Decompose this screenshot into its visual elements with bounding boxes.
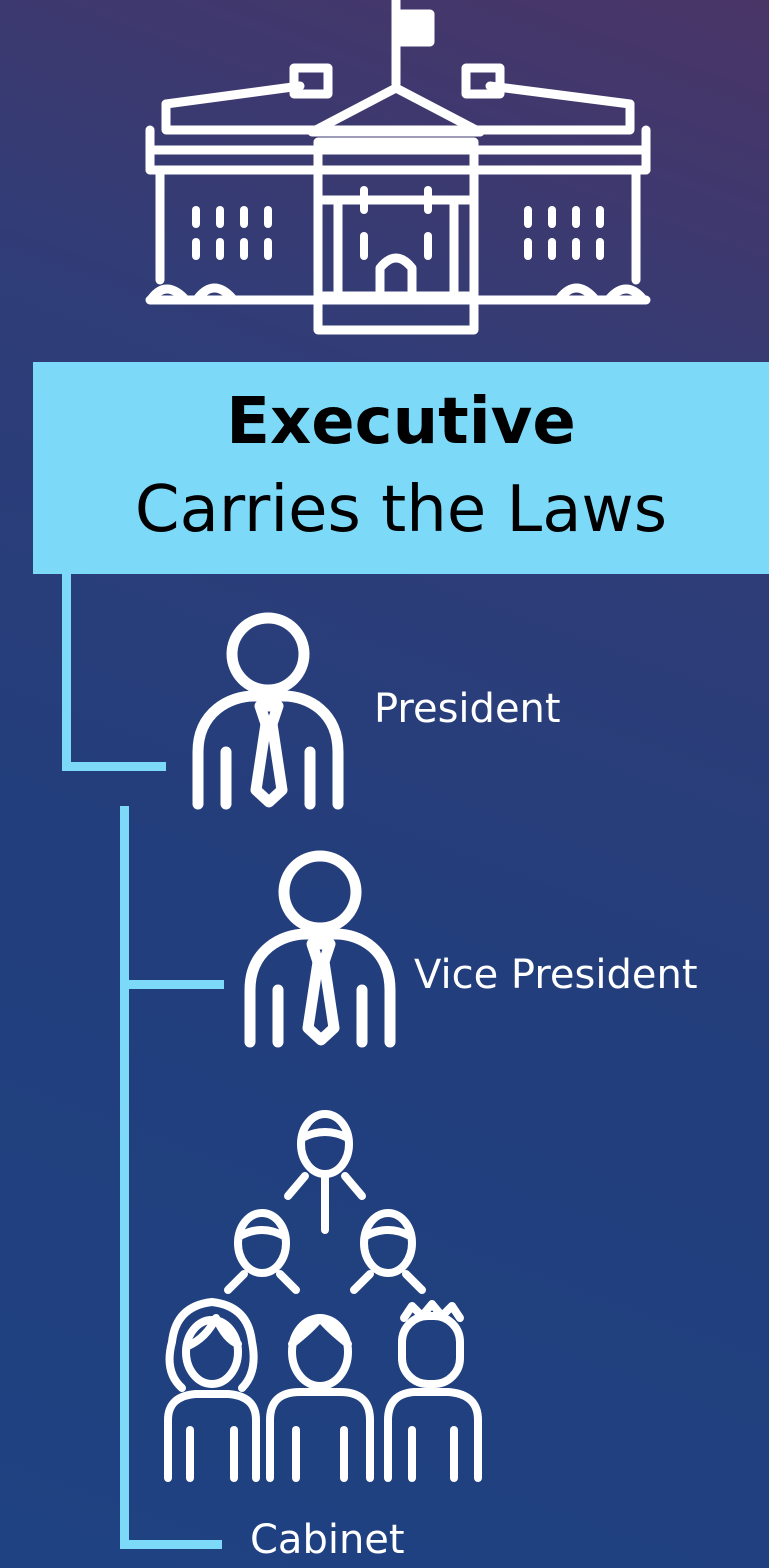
role-label-president: President bbox=[374, 686, 561, 732]
connector-line-president bbox=[62, 574, 71, 770]
role-label-vice-president: Vice President bbox=[414, 952, 698, 998]
role-label-cabinet: Cabinet bbox=[250, 1517, 405, 1563]
connector-line-president bbox=[62, 762, 166, 771]
branch-banner: Executive Carries the Laws bbox=[33, 362, 769, 574]
vice-president-person-icon bbox=[244, 850, 396, 1048]
cabinet-group-icon bbox=[164, 1110, 482, 1482]
connector-branch-cabinet bbox=[120, 1540, 222, 1549]
connector-branch-vice-president bbox=[120, 980, 224, 989]
branch-subtitle: Carries the Laws bbox=[134, 473, 668, 547]
white-house-icon bbox=[145, 0, 651, 335]
president-person-icon bbox=[192, 612, 344, 810]
connector-trunk bbox=[120, 806, 129, 1548]
branch-title: Executive bbox=[226, 385, 576, 459]
